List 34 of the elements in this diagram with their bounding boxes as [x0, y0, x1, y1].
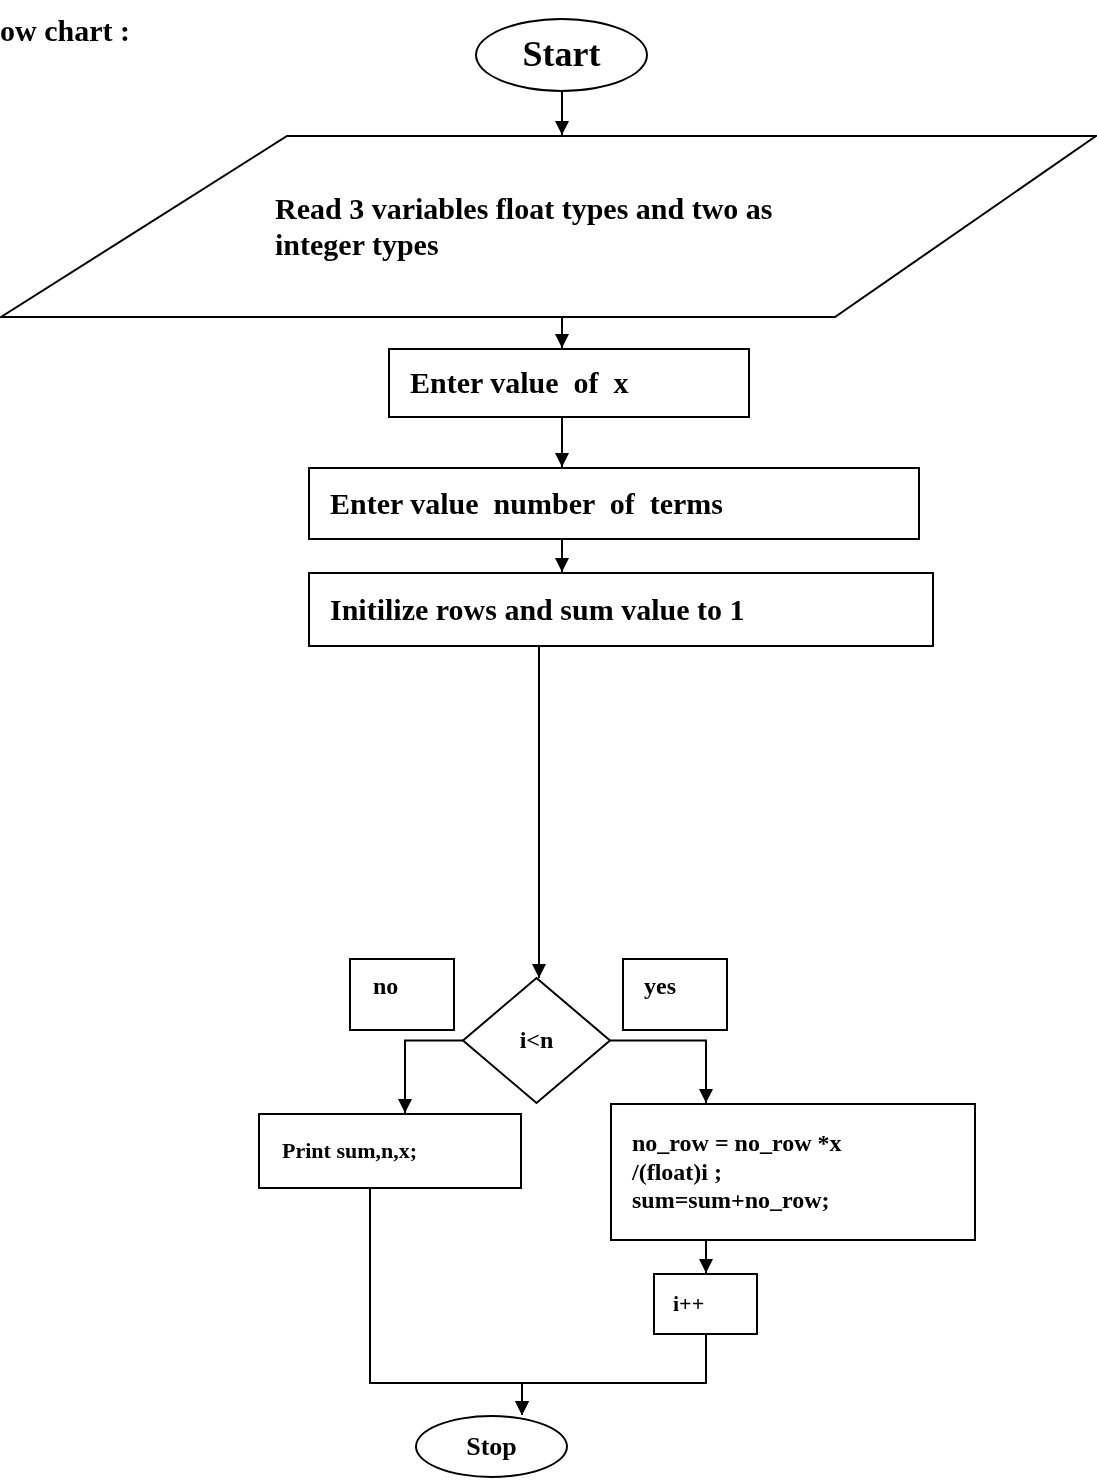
input-parallelogram	[0, 135, 1097, 318]
node-label: Start	[522, 33, 601, 77]
node-label: Enter value number of terms	[330, 485, 724, 522]
node-label: Enter value of x	[410, 365, 629, 401]
branch-label-box	[622, 958, 728, 1031]
stop-terminal	[415, 1415, 568, 1478]
arrow	[515, 1334, 707, 1416]
node-label: i++	[673, 1290, 705, 1318]
arrow	[555, 91, 569, 136]
arrow	[609, 1039, 713, 1104]
arrow	[398, 1039, 464, 1114]
arrow	[532, 646, 546, 979]
process-box	[610, 1103, 976, 1241]
arrow	[555, 539, 569, 573]
arrow	[555, 317, 569, 349]
node-label: Initilize rows and sum value to 1	[330, 591, 745, 628]
process-box	[388, 348, 750, 418]
start-terminal	[475, 18, 648, 92]
arrow	[699, 1240, 713, 1274]
heading: ow chart :	[0, 14, 130, 48]
process-box	[308, 467, 920, 540]
process-box	[308, 572, 934, 647]
node-label: Stop	[466, 1430, 517, 1463]
node-label: yes	[644, 972, 676, 1001]
arrow	[555, 417, 569, 468]
node-label: no	[373, 972, 399, 1001]
decision-diamond	[463, 978, 610, 1103]
node-label: i<n	[519, 1026, 554, 1055]
output-box	[258, 1113, 522, 1189]
node-label: no_row = no_row *x /(float)i ; sum=sum+no_row;	[632, 1128, 843, 1216]
node-label: Print sum,n,x;	[282, 1137, 418, 1165]
branch-label-box	[349, 958, 455, 1031]
process-box	[653, 1273, 758, 1335]
node-label: Read 3 variables float types and two as integer types	[275, 190, 774, 263]
